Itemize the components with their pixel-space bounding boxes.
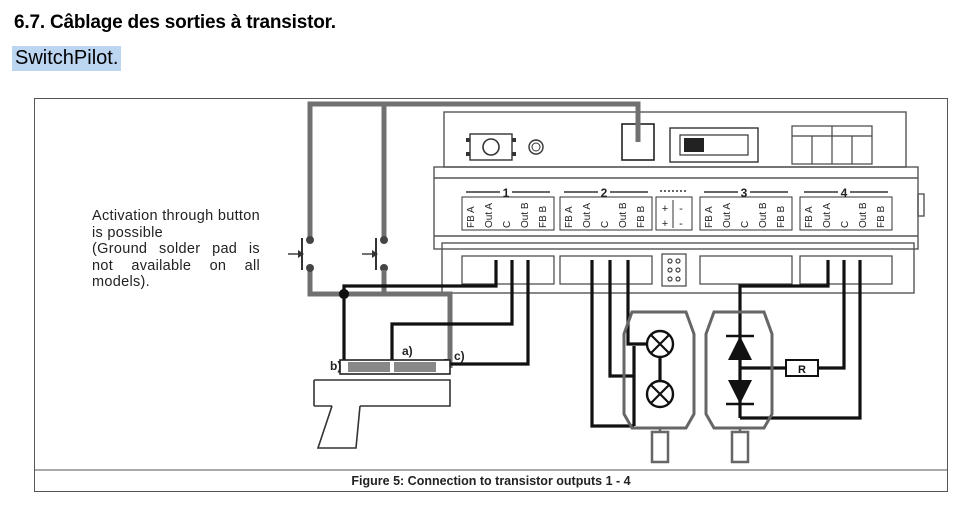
figure-caption: Figure 5: Connection to transistor outpu… bbox=[351, 474, 631, 488]
screw-terminal-blocks bbox=[461, 253, 893, 287]
note-line-1: Activation through button is possible bbox=[92, 208, 260, 241]
lamp-lower-icon bbox=[645, 379, 675, 409]
label-b: b) bbox=[330, 359, 341, 373]
power-label-3: + bbox=[662, 218, 668, 230]
lamp-upper-icon bbox=[645, 329, 675, 359]
led-lower-icon bbox=[728, 380, 752, 404]
terminal-label-g3-5: FB B bbox=[776, 205, 787, 228]
terminal-label-g1-5: FB B bbox=[538, 205, 549, 228]
decoder-housing bbox=[433, 111, 925, 294]
terminal-label-g2-4: Out B bbox=[618, 202, 629, 228]
group-number-3: 3 bbox=[741, 186, 748, 200]
label-c: c) bbox=[454, 349, 465, 363]
push-buttons bbox=[288, 236, 388, 294]
terminal-label-g1-4: Out B bbox=[520, 202, 531, 228]
terminal-label-g4-5: FB B bbox=[876, 205, 887, 228]
terminal-label-g3-1: FB A bbox=[704, 206, 715, 228]
terminal-label-g1-3: C bbox=[502, 221, 513, 228]
terminal-label-g2-5: FB B bbox=[636, 205, 647, 228]
terminal-group-numbers: 1 2 3 4 bbox=[503, 186, 848, 200]
resistor-icon bbox=[785, 359, 819, 377]
selected-subheading: SwitchPilot. bbox=[12, 46, 122, 71]
section-heading: 6.7. Câblage des sorties à transistor. bbox=[14, 12, 336, 33]
lamp-module bbox=[622, 310, 696, 464]
terminal-group-bars bbox=[466, 190, 888, 193]
output-1-wiring bbox=[338, 260, 530, 370]
led-indicator bbox=[528, 139, 544, 155]
terminal-label-g2-2: Out A bbox=[582, 203, 593, 228]
terminal-label-g2-3: C bbox=[600, 221, 611, 228]
group-number-2: 2 bbox=[601, 186, 608, 200]
wiring-diagram: 1 2 3 4 FB A Out A C Out B FB B FB A Out A C Out… bbox=[34, 98, 948, 492]
terminal-labels bbox=[461, 196, 893, 231]
terminal-label-g4-4: Out B bbox=[858, 202, 869, 228]
resistor-label: R bbox=[798, 364, 806, 376]
slide-switch bbox=[669, 127, 759, 163]
power-label-1: + bbox=[662, 203, 668, 215]
connector-block bbox=[791, 125, 873, 165]
terminal-label-g4-3: C bbox=[840, 221, 851, 228]
label-a: a) bbox=[402, 344, 413, 358]
figure-frame bbox=[34, 98, 948, 492]
terminal-label-g1-2: Out A bbox=[484, 203, 495, 228]
terminal-label-g4-1: FB A bbox=[804, 206, 815, 228]
terminal-label-g2-1: FB A bbox=[564, 206, 575, 228]
group-number-4: 4 bbox=[841, 186, 848, 200]
terminal-label-text: FB A Out A C Out B FB B FB A Out A C Out B FB B FB… bbox=[466, 202, 887, 228]
note-line-2: (Ground solder pad is not available on a… bbox=[92, 241, 260, 290]
button-wiring bbox=[307, 101, 641, 368]
terminal-label-g3-3: C bbox=[740, 221, 751, 228]
led-upper-icon bbox=[728, 336, 752, 360]
power-label-4: - bbox=[679, 218, 683, 230]
terminal-label-g3-2: Out A bbox=[722, 203, 733, 228]
power-terminal: + - + - bbox=[662, 200, 683, 230]
turnout-actuator bbox=[313, 359, 451, 449]
led-module: R bbox=[704, 310, 819, 464]
power-label-2: - bbox=[679, 203, 683, 215]
terminal-label-g4-2: Out A bbox=[822, 203, 833, 228]
activation-note: Activation through button is possible (G… bbox=[92, 208, 260, 291]
group-number-1: 1 bbox=[503, 186, 510, 200]
wiring-figure: 1 2 3 4 FB A Out A C Out B FB B FB A Out A C Out… bbox=[34, 98, 948, 492]
programming-button bbox=[466, 133, 516, 161]
terminal-label-g1-1: FB A bbox=[466, 206, 477, 228]
terminal-label-g3-4: Out B bbox=[758, 202, 769, 228]
